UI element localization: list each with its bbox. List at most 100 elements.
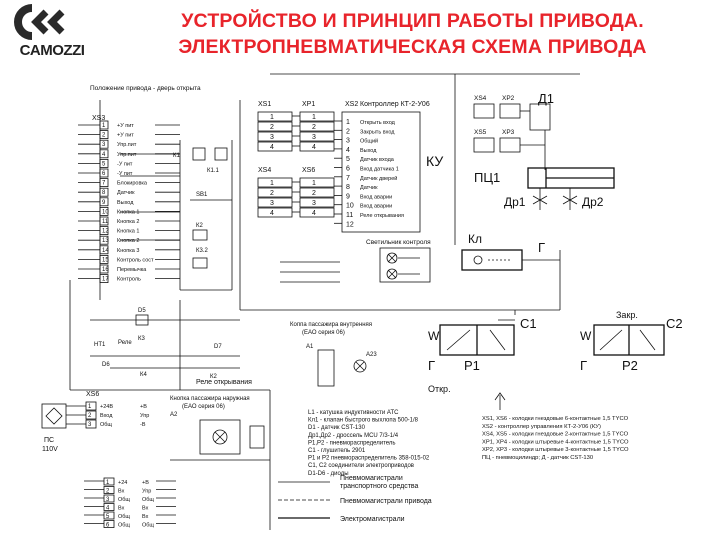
throttle-dr2-icon <box>562 195 578 205</box>
xs3-pin-number: 11 <box>102 219 109 225</box>
lower-pin-label-a: +24В <box>100 404 113 410</box>
label-c1: С1 <box>520 316 537 331</box>
outer-button-series: (ЕАО серия 06) <box>182 404 225 410</box>
label-w2: W <box>580 329 592 343</box>
xs3-pin-label: Датчик <box>117 190 135 196</box>
page-title: УСТРОЙСТВО И ПРИНЦИП РАБОТЫ ПРИВОДА. ЭЛЕ… <box>110 8 715 60</box>
label-g-top: Г <box>538 240 545 255</box>
label-a23-upper: A23 <box>366 352 377 358</box>
label-pts1: ПЦ1 <box>474 170 500 185</box>
xs3-pin-label: Контроль <box>117 277 141 283</box>
camozzi-logo: CAMOZZI <box>2 2 102 66</box>
lower-pin-number: 2 <box>88 413 92 419</box>
drive-position-label: Положение привода - дверь открыта <box>90 85 201 92</box>
relay-open-label: Реле открывания <box>196 379 252 386</box>
controller-pin-label: Датчик дверей <box>360 175 397 182</box>
note-right-line: XS1, XS6 - колодки гнездовые 6-контактны… <box>482 416 629 422</box>
xs3-pin-label: +У пит <box>117 133 134 139</box>
notes-right: XS1, XS6 - колодки гнездовые 6-контактны… <box>482 416 629 461</box>
lower-pin-label-b: +В <box>140 404 147 410</box>
controller-pin-label: Датчик входа <box>360 157 395 163</box>
label-k4: К4 <box>140 372 147 378</box>
xs3-pin-label: Кнопка 2 <box>117 238 139 244</box>
camozzi-emblem-icon <box>14 4 65 40</box>
xs3-pin-number: 2 <box>102 133 106 139</box>
label-k3: К3 <box>138 336 145 342</box>
label-d5: D5 <box>138 308 146 314</box>
xs4-pin-number: 2 <box>270 190 274 197</box>
xs3-pin-number: 12 <box>102 229 109 235</box>
title-line-2: ЭЛЕКТРОПНЕВМАТИЧЕСКАЯ СХЕМА ПРИВОДА <box>178 36 647 58</box>
label-k1: К1 <box>173 153 180 159</box>
xs3-pin-label: Упр.пит <box>117 142 137 148</box>
connector-xs5-label: XS5 <box>474 129 487 136</box>
controller-pin-label: Открыть вход <box>360 120 396 126</box>
note-left-line: С1 - глушитель 2901 <box>308 448 366 454</box>
legend-electric: Электромагистрали <box>340 516 405 523</box>
controller-pin-label: Закрыть вход <box>360 129 395 135</box>
inner-button-series: (ЕАО серия 06) <box>302 330 345 336</box>
indicator-lamp-block <box>379 247 431 283</box>
xs3-pin-label: Кнопка 1 <box>117 229 139 235</box>
bottom-pin-label-a: Общ <box>118 514 130 520</box>
title-line-1: УСТРОЙСТВО И ПРИНЦИП РАБОТЫ ПРИВОДА. <box>181 10 644 32</box>
controller-pin-number: 8 <box>346 184 350 191</box>
bottom-pin-number: 6 <box>106 523 110 529</box>
controller-pin-number: 1 <box>346 119 350 126</box>
label-p1: Р1 <box>464 358 480 373</box>
xs3-pin-number: 6 <box>102 171 106 177</box>
bottom-pin-number: 3 <box>106 497 110 503</box>
xs3-pin-number: 14 <box>102 248 109 254</box>
xp1-pin-number: 2 <box>312 124 316 131</box>
bottom-pin-number: 1 <box>106 480 110 486</box>
label-g2: Г <box>580 358 587 373</box>
controller-pin-number: 3 <box>346 138 350 145</box>
lower-pin-label-a: Вход <box>100 413 113 419</box>
xs3-pin-number: 7 <box>102 181 106 187</box>
relay-k1-coil <box>192 147 206 161</box>
controller-pin-label: Общий <box>360 138 378 145</box>
note-left-line: L1 - катушка индуктивности ATC <box>308 410 399 416</box>
xs3-pin-label: +У пит <box>117 123 134 129</box>
controller-pin-label: Датчик <box>360 185 378 191</box>
label-d7: D7 <box>214 344 222 350</box>
note-left-line: Р1,Р2 - пневмораспределитель <box>308 440 396 446</box>
note-left-line: Кл1 - клапан быстрого выхлопа 500-1/8 <box>308 418 419 424</box>
xs3-pin-label: Перемычка <box>117 267 147 273</box>
connector-xp3-label: XP3 <box>502 129 515 136</box>
label-relay: Реле <box>118 340 132 346</box>
bottom-pin-label-b: Общ <box>142 497 154 503</box>
controller-pin-label: Вход датчика 1 <box>360 167 399 173</box>
label-k1-1: К1.1 <box>207 168 219 174</box>
controller-pin-number: 5 <box>346 156 350 163</box>
controller-pin-number: 6 <box>346 166 350 173</box>
label-kl: Кл <box>468 232 482 246</box>
connector-xs4-label: XS4 <box>258 167 271 174</box>
xs3-pin-number: 17 <box>102 277 109 283</box>
note-right-line: ПЦ - пневмоцилиндр; Д - датчик CST-130 <box>482 455 593 461</box>
xs3-pin-label: -У пит <box>117 171 133 177</box>
xs3-pin-number: 5 <box>102 161 106 167</box>
bottom-pin-label-b: Упр <box>142 489 151 495</box>
connector-xs6-bottom-label: XS6 <box>86 391 99 398</box>
bottom-pin-label-b: Общ <box>142 523 154 529</box>
controller-pin-number: 12 <box>346 221 354 228</box>
controller-pin-label: Выход <box>360 148 377 154</box>
label-zakr: Закр. <box>616 310 638 320</box>
note-right-line: XP2, XP3 - колодки штыревые 3-контактные… <box>482 447 629 453</box>
controller-pin-number: 9 <box>346 193 350 200</box>
bottom-pin-number: 5 <box>106 514 110 520</box>
throttle-dr1-icon <box>532 195 548 205</box>
lower-pin-label-b: Упр <box>140 413 149 419</box>
xs3-pin-label: -У пит <box>117 161 133 167</box>
bottom-pin-label-a: Общ <box>118 497 130 503</box>
bottom-pin-label-a: Вх <box>118 489 125 495</box>
label-dr2: Др2 <box>582 195 604 209</box>
xs3-pin-number: 10 <box>102 209 109 215</box>
note-left-line: Р1 и Р2 пневмораспределитель 358-015-02 <box>308 456 430 462</box>
controller-pin-label: Вход аварии <box>360 204 392 210</box>
notes-left: L1 - катушка индуктивности ATC Кл1 - клап… <box>308 410 430 477</box>
controller-pin-number: 7 <box>346 175 350 182</box>
xs3-pin-label: Кнопка 2 <box>117 219 139 225</box>
